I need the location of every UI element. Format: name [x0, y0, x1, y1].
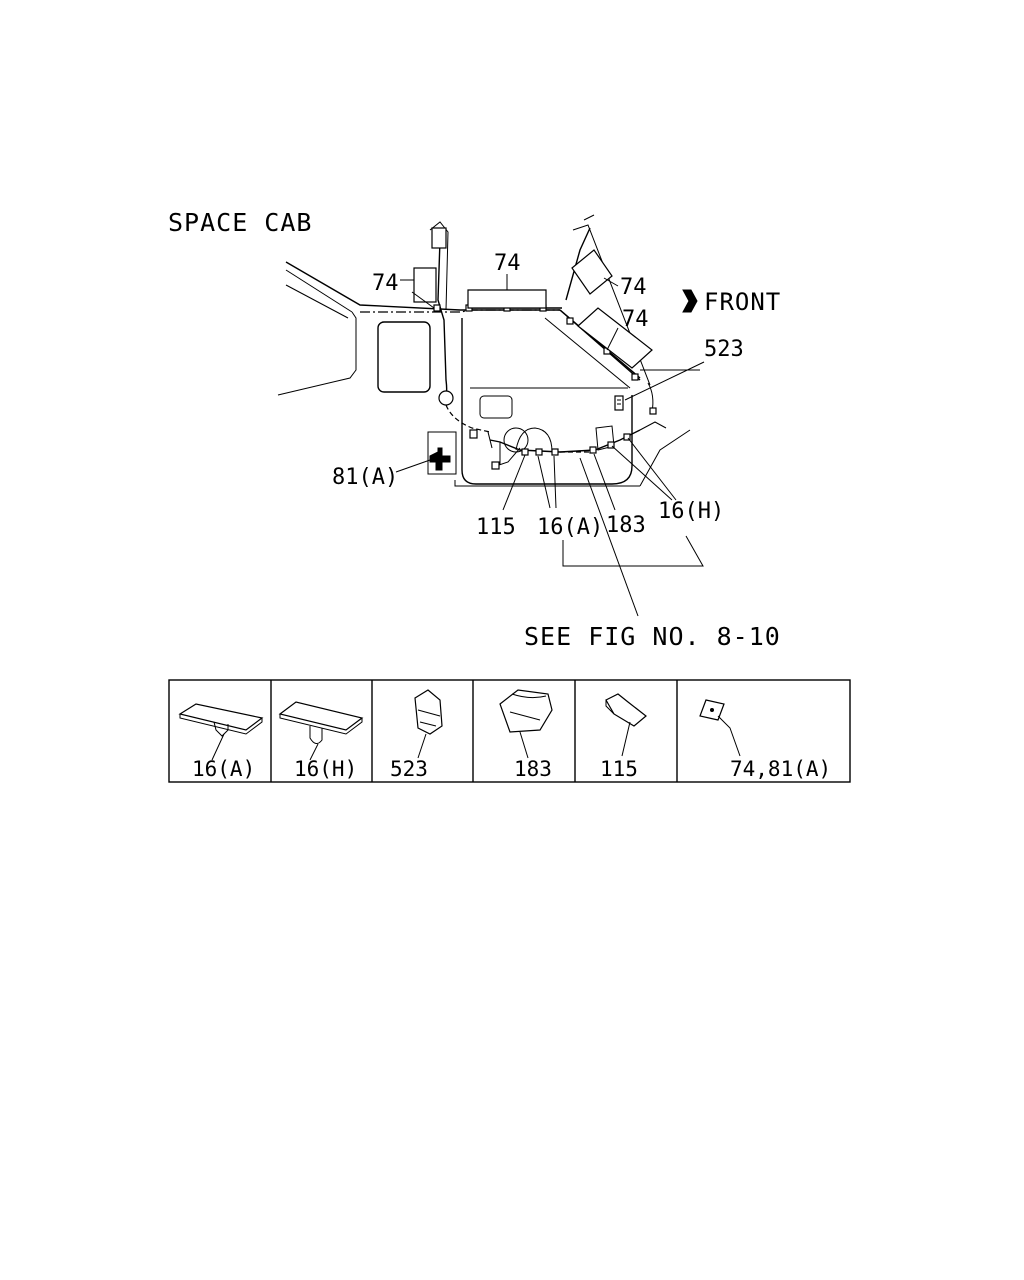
front-arrow-icon	[682, 289, 698, 313]
clip-183-icon	[499, 689, 553, 759]
clip-115-icon	[605, 693, 647, 757]
callout-74-right2: 74	[622, 307, 649, 332]
clip-523-icon	[414, 689, 443, 759]
clip-74-parts	[413, 227, 653, 369]
clip-523-part	[614, 395, 624, 411]
legend-label-183: 183	[514, 757, 552, 781]
legend-label-74-81a: 74,81(A)	[730, 757, 831, 781]
callout-523: 523	[704, 337, 744, 362]
callout-74-right1: 74	[620, 275, 647, 300]
legend-label-115: 115	[600, 757, 638, 781]
legend-label-523: 523	[390, 757, 428, 781]
parts-legend-table: 16(A) 16(H) 523 183 115 74,81(A)	[168, 679, 851, 783]
callout-74-top: 74	[494, 251, 521, 276]
callout-16h: 16(H)	[658, 499, 724, 524]
clip-16h-icon	[278, 701, 364, 761]
clip-16a-icon	[178, 703, 264, 761]
callout-16a: 16(A)	[537, 515, 603, 540]
callout-183: 183	[606, 513, 646, 538]
diagram-title: SPACE CAB	[168, 208, 312, 237]
legend-label-16a: 16(A)	[192, 757, 255, 781]
callout-81a: 81(A)	[332, 465, 398, 490]
callout-74-left: 74	[372, 271, 399, 296]
reference-text: SEE FIG NO. 8-10	[524, 622, 781, 651]
legend-label-16h: 16(H)	[294, 757, 357, 781]
callout-115: 115	[476, 515, 516, 540]
clip-81a-part	[427, 431, 457, 475]
clip-74-81a-icon	[699, 699, 741, 757]
front-label: FRONT	[704, 288, 781, 316]
callout-leaders	[395, 274, 705, 617]
